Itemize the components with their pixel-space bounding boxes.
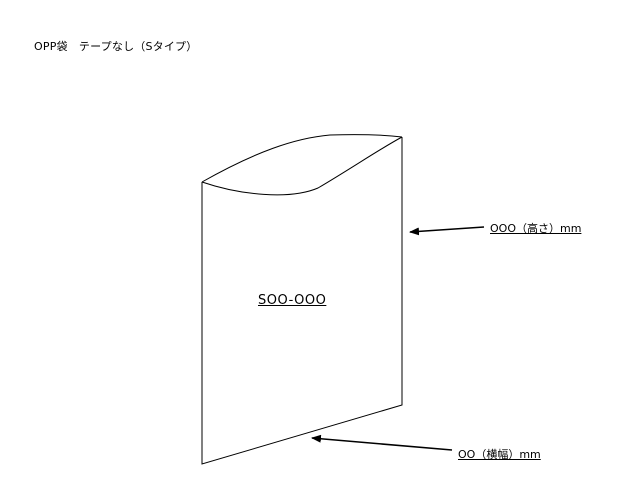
model-number-label: SOO-OOO <box>258 293 327 308</box>
width-arrow <box>311 434 453 451</box>
height-arrow <box>409 226 485 236</box>
width-dimension-label: OO（横幅）mm <box>458 448 541 461</box>
bag-opening-front <box>201 136 403 196</box>
bag-body-outline <box>201 137 403 465</box>
height-dimension-label: OOO（高さ）mm <box>490 222 582 235</box>
page-title: OPP袋 テープなし（Sタイプ） <box>34 40 198 53</box>
bag-opening-back <box>201 134 403 183</box>
